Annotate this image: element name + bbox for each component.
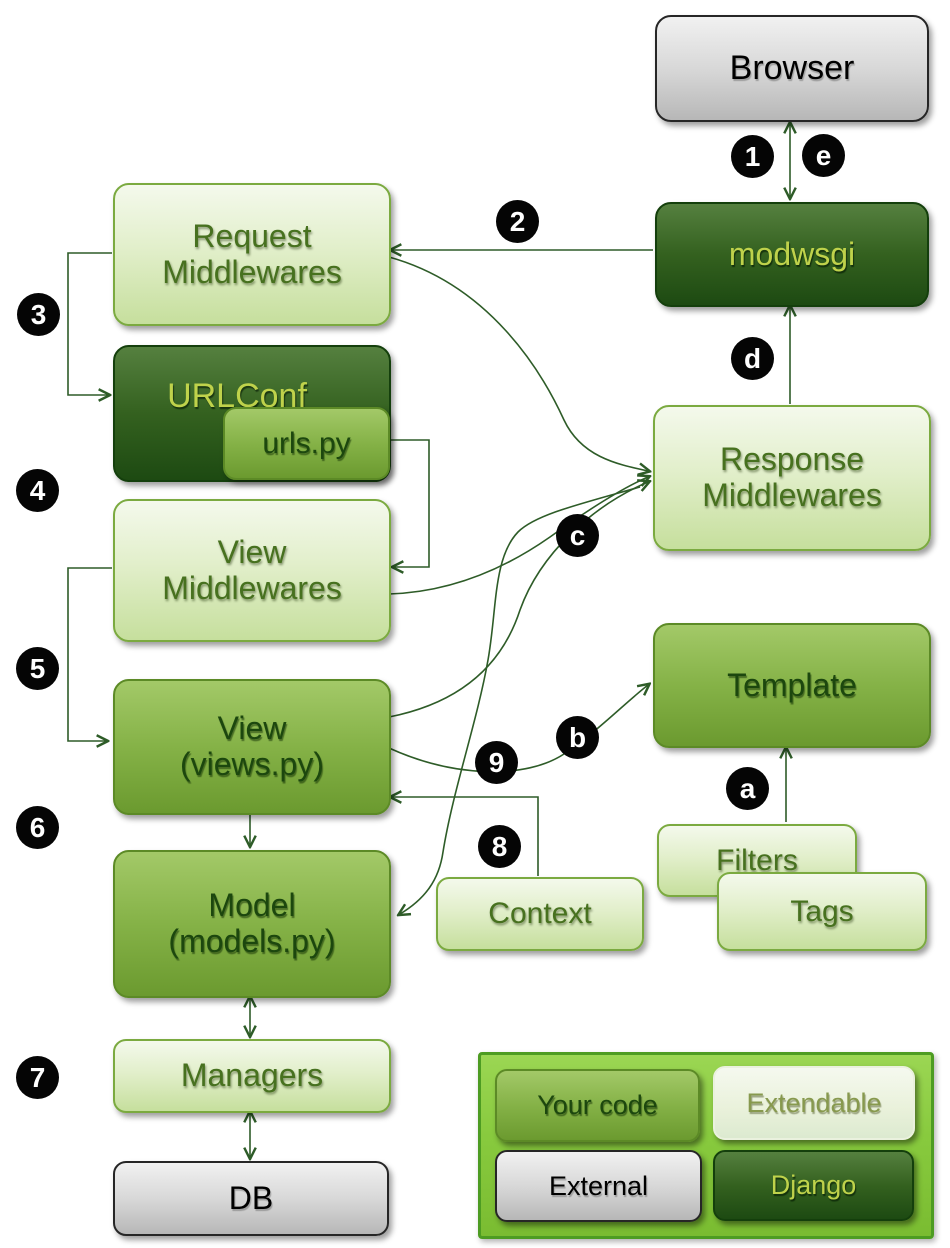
node-browser-label: Browser xyxy=(729,49,855,88)
arrow-urlspy-viewmw xyxy=(387,439,430,567)
step-marker-1-label: 1 xyxy=(744,140,761,172)
step-marker-e-label: e xyxy=(815,139,832,171)
step-marker-c: c xyxy=(556,514,599,557)
step-marker-c-label: c xyxy=(569,519,586,551)
node-tags-label: Tags xyxy=(790,894,854,928)
step-marker-7-label: 7 xyxy=(29,1061,46,1093)
node-view-line1: View xyxy=(217,710,287,747)
node-db-label: DB xyxy=(228,1179,274,1216)
node-view-middlewares-line1: View xyxy=(217,533,287,570)
node-filters-label: Filters xyxy=(716,843,798,877)
legend-item-django: Django xyxy=(713,1150,914,1221)
node-context-label: Context xyxy=(488,897,592,931)
step-marker-d-label: d xyxy=(743,342,762,374)
curve-requestmw-responsemw xyxy=(388,256,648,471)
arrow-context-view xyxy=(392,797,539,876)
step-marker-7: 7 xyxy=(16,1056,59,1099)
node-template: Template xyxy=(653,623,931,748)
node-modwsgi-label: modwsgi xyxy=(728,235,856,272)
node-model-line2: (models.py) xyxy=(168,923,336,959)
arrow-viewmw-view xyxy=(67,567,112,741)
curve-view-responsemw xyxy=(388,482,648,718)
step-marker-8-label: 8 xyxy=(491,830,508,862)
step-marker-1: 1 xyxy=(731,135,774,178)
step-marker-e: e xyxy=(802,134,845,177)
step-marker-5: 5 xyxy=(16,647,59,690)
legend-your-code-label: Your code xyxy=(537,1090,658,1120)
node-template-label: Template xyxy=(727,666,857,703)
step-marker-6: 6 xyxy=(16,806,59,849)
node-request-middlewares-line2: Middlewares xyxy=(162,253,342,290)
legend-django-label: Django xyxy=(770,1170,857,1200)
node-browser: Browser xyxy=(655,15,929,122)
step-marker-6-label: 6 xyxy=(29,811,46,843)
node-view-line2: (views.py) xyxy=(179,746,324,782)
node-request-middlewares-line1: Request xyxy=(192,217,312,254)
node-urls-py-label: urls.py xyxy=(262,426,351,460)
step-marker-2: 2 xyxy=(496,200,539,243)
step-marker-4-label: 4 xyxy=(29,474,46,506)
node-view: View (views.py) xyxy=(113,679,391,815)
step-marker-5-label: 5 xyxy=(29,652,46,684)
legend-item-external: External xyxy=(495,1150,702,1222)
node-context: Context xyxy=(436,877,644,951)
step-marker-d: d xyxy=(731,337,774,380)
node-response-middlewares-line1: Response xyxy=(719,441,865,478)
node-tags: Tags xyxy=(717,872,927,951)
node-db: DB xyxy=(113,1161,389,1236)
legend-item-your-code: Your code xyxy=(495,1069,700,1142)
step-marker-9-label: 9 xyxy=(488,746,505,778)
step-marker-a: a xyxy=(726,767,769,810)
node-modwsgi: modwsgi xyxy=(655,202,929,307)
curve-viewmw-responsemw xyxy=(388,477,648,595)
node-model-line1: Model xyxy=(208,887,296,924)
node-view-middlewares-line2: Middlewares xyxy=(162,569,342,606)
legend-external-label: External xyxy=(548,1170,649,1201)
node-response-middlewares-line2: Middlewares xyxy=(702,477,882,513)
arrow-requestmw-urlconf xyxy=(67,252,112,395)
node-urls-py: urls.py xyxy=(223,407,390,480)
curve-view-template xyxy=(388,685,648,773)
node-model: Model (models.py) xyxy=(113,850,391,998)
legend-item-extendable: Extendable xyxy=(713,1066,915,1140)
step-marker-9: 9 xyxy=(475,741,518,784)
step-marker-3: 3 xyxy=(17,293,60,336)
step-marker-8: 8 xyxy=(478,825,521,868)
node-managers: Managers xyxy=(113,1039,391,1113)
curve-to-model xyxy=(400,486,641,914)
step-marker-3-label: 3 xyxy=(30,298,47,330)
node-request-middlewares: Request Middlewares xyxy=(113,183,391,326)
legend: Your code Extendable External Django xyxy=(478,1052,934,1239)
step-marker-2-label: 2 xyxy=(509,205,526,237)
step-marker-b-label: b xyxy=(568,721,587,753)
step-marker-a-label: a xyxy=(739,772,756,804)
node-response-middlewares: Response Middlewares xyxy=(653,405,931,551)
step-marker-b: b xyxy=(556,716,599,759)
step-marker-4: 4 xyxy=(16,469,59,512)
node-view-middlewares: View Middlewares xyxy=(113,499,391,642)
legend-extendable-label: Extendable xyxy=(746,1087,882,1118)
node-managers-label: Managers xyxy=(180,1057,324,1094)
